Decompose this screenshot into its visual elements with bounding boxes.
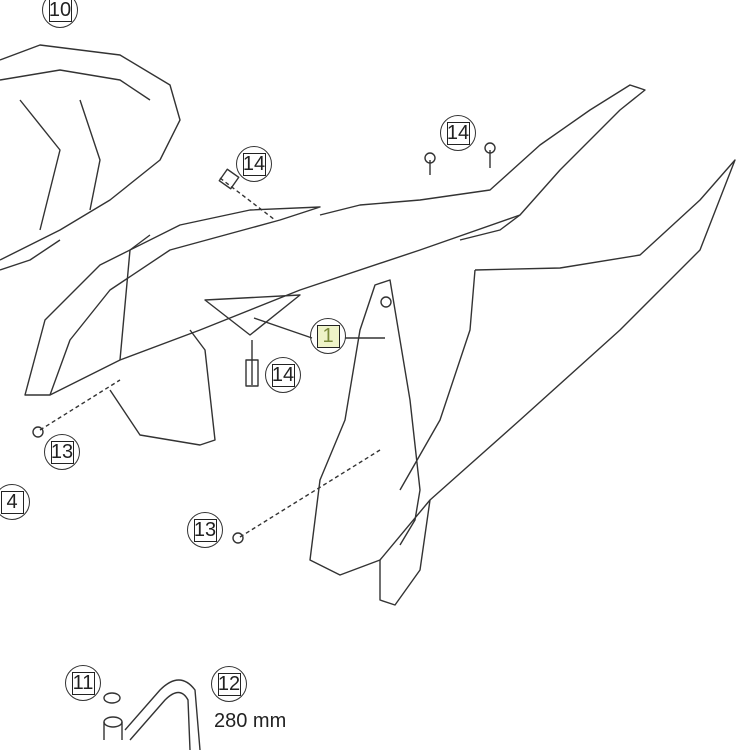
callout-14[interactable]: 14 [265,357,301,393]
callout-label: 11 [72,672,94,694]
callout-13[interactable]: 13 [187,512,223,548]
screws [32,142,496,544]
callout-square [72,672,95,695]
rear-side-panel [309,159,736,606]
callout-square [194,519,217,542]
callout-13[interactable]: 13 [44,434,80,470]
hose-length-label: 280 mm [214,710,287,732]
callout-label: 14 [242,153,266,175]
callout-circle [310,318,346,354]
callout-circle [44,434,80,470]
callout-label: 14 [446,122,470,144]
callout-14[interactable]: 14 [440,115,476,151]
callout-circle [236,146,272,182]
callout-circle [0,484,30,520]
callout-14[interactable]: 14 [236,146,272,182]
callout-label: 12 [217,673,241,695]
callout-label: 10 [48,0,72,21]
callout-label: 4 [6,491,18,513]
callout-label: 1 [322,325,334,347]
callout-square [317,325,340,348]
front-side-panel [24,84,646,446]
callout-square [51,441,74,464]
callout-square [218,673,241,696]
callout-circle [187,512,223,548]
callout-11[interactable]: 11 [65,665,101,701]
callout-square [49,0,72,22]
callout-12[interactable]: 12 [211,666,247,702]
callout-square [272,364,295,387]
callout-circle [265,357,301,393]
callout-square [1,491,24,514]
callout-1[interactable]: 1 [310,318,346,354]
callout-square [243,153,266,176]
callout-label: 13 [193,519,217,541]
callout-4[interactable]: 4 [0,484,30,520]
callout-circle [65,665,101,701]
hose-part [103,679,201,750]
callout-circle [211,666,247,702]
callout-10[interactable]: 10 [42,0,78,28]
callout-circle [440,115,476,151]
callout-circle [42,0,78,28]
callout-label: 13 [50,441,74,463]
callout-square [447,122,470,145]
callout-label: 14 [271,364,295,386]
airbox-part [0,44,181,271]
